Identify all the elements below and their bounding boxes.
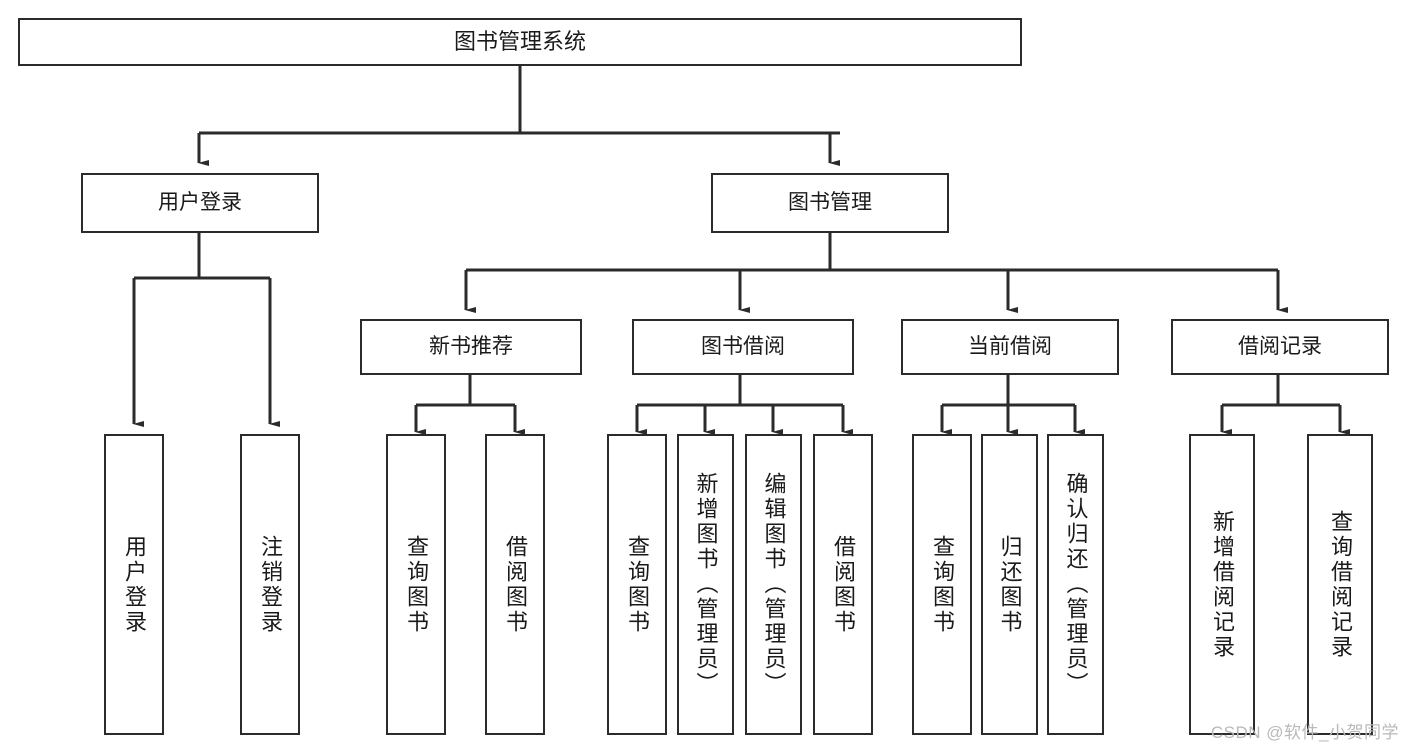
- node-book-manage[interactable]: 图书管理: [711, 173, 949, 233]
- node-label: 查询图书: [930, 534, 955, 635]
- node-leaf-user-logout[interactable]: 注销登录: [240, 434, 300, 735]
- node-leaf-query-book-2[interactable]: 查询图书: [607, 434, 667, 735]
- node-label: 确认归还（管理员）: [1063, 472, 1089, 697]
- node-label: 新增借阅记录: [1210, 509, 1235, 660]
- node-leaf-add-book[interactable]: 新增图书（管理员）: [677, 434, 734, 735]
- node-label: 注销登录: [258, 534, 283, 635]
- node-label: 新书推荐: [429, 335, 513, 359]
- node-user-login[interactable]: 用户登录: [81, 173, 319, 233]
- node-leaf-borrow-book-1[interactable]: 借阅图书: [485, 434, 545, 735]
- node-label: 查询图书: [625, 534, 650, 635]
- node-leaf-confirm-return[interactable]: 确认归还（管理员）: [1047, 434, 1104, 735]
- node-leaf-user-login[interactable]: 用户登录: [104, 434, 164, 735]
- node-leaf-borrow-book-2[interactable]: 借阅图书: [813, 434, 873, 735]
- csdn-watermark: CSDN @软件_小贺同学: [1210, 723, 1399, 742]
- node-label: 图书管理系统: [453, 28, 586, 54]
- node-leaf-query-book-3[interactable]: 查询图书: [912, 434, 972, 735]
- node-label: 当前借阅: [968, 335, 1052, 359]
- node-root-system[interactable]: 图书管理系统: [18, 18, 1022, 66]
- node-label: 图书管理: [788, 191, 872, 215]
- node-label: 图书借阅: [701, 335, 785, 359]
- node-leaf-return-book[interactable]: 归还图书: [981, 434, 1038, 735]
- node-leaf-edit-book[interactable]: 编辑图书（管理员）: [745, 434, 802, 735]
- node-leaf-add-record[interactable]: 新增借阅记录: [1189, 434, 1255, 735]
- node-label: 用户登录: [158, 191, 242, 215]
- node-label: 归还图书: [997, 534, 1023, 635]
- node-label: 借阅记录: [1238, 335, 1322, 359]
- node-borrow-record[interactable]: 借阅记录: [1171, 319, 1389, 375]
- node-label: 借阅图书: [503, 534, 528, 635]
- node-new-book-rec[interactable]: 新书推荐: [360, 319, 582, 375]
- node-label: 编辑图书（管理员）: [761, 472, 787, 697]
- node-book-borrow[interactable]: 图书借阅: [632, 319, 854, 375]
- node-current-borrow[interactable]: 当前借阅: [901, 319, 1119, 375]
- node-leaf-query-book-1[interactable]: 查询图书: [386, 434, 446, 735]
- node-label: 用户登录: [122, 534, 147, 635]
- node-leaf-query-record[interactable]: 查询借阅记录: [1307, 434, 1373, 735]
- node-label: 新增图书（管理员）: [693, 472, 719, 697]
- node-label: 查询图书: [404, 534, 429, 635]
- node-label: 查询借阅记录: [1328, 509, 1353, 660]
- node-label: 借阅图书: [831, 534, 856, 635]
